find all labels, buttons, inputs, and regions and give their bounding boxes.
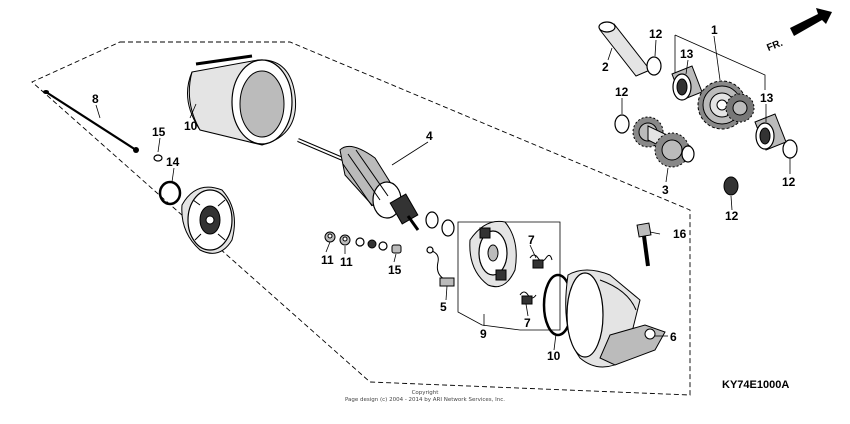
copyright-line-1: Copyright — [412, 390, 440, 396]
armature-washer-2 — [441, 219, 455, 237]
gear-3 — [632, 116, 695, 168]
washer-12-top — [646, 56, 662, 76]
nut-11-b — [339, 234, 351, 246]
assembly-boundary — [31, 41, 691, 396]
nut-11-a — [324, 231, 336, 243]
armature — [297, 138, 420, 231]
callout-12-mid: 12 — [615, 85, 629, 99]
front-direction-arrow-icon: FR. — [765, 8, 832, 54]
bolt-16 — [636, 222, 652, 267]
brush-spring-7-lower — [519, 291, 537, 305]
callout-15-right: 15 — [388, 263, 402, 277]
callout-7-upper: 7 — [528, 233, 535, 247]
through-bolt — [43, 90, 139, 153]
leader-lines — [95, 35, 791, 351]
callout-15-left: 15 — [152, 125, 166, 139]
copyright-line-2: Page design (c) 2004 - 2014 by ARI Netwo… — [345, 397, 505, 403]
washer-12-mid-left — [614, 114, 630, 134]
callout-2: 2 — [602, 60, 609, 74]
callout-11-a: 11 — [321, 253, 334, 267]
gear-group-bracket — [674, 34, 766, 90]
callout-3: 3 — [662, 183, 669, 197]
rear-housing-6 — [565, 269, 666, 368]
callout-8: 8 — [92, 92, 99, 106]
needle-bearing-13-lower — [754, 113, 787, 151]
brush-spring-7-upper — [529, 254, 553, 269]
callout-6: 6 — [670, 330, 677, 344]
callout-7-lower: 7 — [524, 316, 531, 330]
direction-label: FR. — [765, 38, 784, 54]
armature-washer-1 — [425, 211, 439, 229]
callout-10-bottom: 10 — [547, 349, 561, 363]
washer-chain-2 — [367, 239, 377, 249]
washer-12-lower — [723, 176, 739, 196]
callout-12-right: 12 — [782, 175, 796, 189]
washer-chain-1 — [355, 237, 365, 247]
o-ring-14 — [158, 180, 182, 206]
callout-16: 16 — [673, 227, 687, 241]
callout-12-top: 12 — [649, 27, 663, 41]
yoke-housing-top — [187, 54, 297, 146]
front-cover — [181, 186, 235, 254]
diagram-part-code: KY74E1000A — [722, 379, 789, 391]
callout-9: 9 — [480, 327, 487, 341]
gear-1 — [697, 80, 755, 130]
washer-chain-3 — [378, 241, 388, 251]
brush-holder-bracket — [457, 221, 561, 331]
callout-12-lower: 12 — [725, 209, 739, 223]
washer-15-left — [153, 154, 163, 162]
brush-holder — [469, 220, 517, 288]
callout-1: 1 — [711, 23, 718, 37]
insulator-15 — [391, 244, 402, 254]
brush-terminal-5 — [426, 246, 455, 287]
callout-11-b: 11 — [340, 255, 353, 269]
callout-10-top: 10 — [184, 119, 198, 133]
callout-13-lower: 13 — [760, 91, 774, 105]
callout-14: 14 — [166, 155, 180, 169]
callout-5: 5 — [440, 300, 447, 314]
callout-13-upper: 13 — [680, 47, 694, 61]
callout-4: 4 — [426, 129, 433, 143]
needle-bearing-13-upper — [671, 65, 703, 101]
